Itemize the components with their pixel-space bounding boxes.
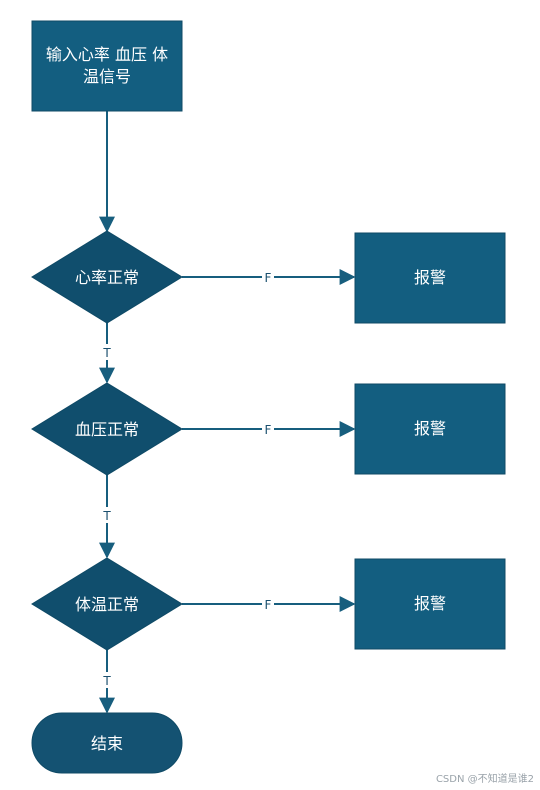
alarm-node-1: 报警 [354,232,506,324]
decision-bp-label: 血压正常 [75,420,139,439]
decision-bp: 血压正常 [31,382,183,476]
decision-temp: 体温正常 [31,557,183,651]
edge-label-temp-true: T [102,674,111,688]
decision-heart: 心率正常 [31,230,183,324]
edge-label-heart-true: T [102,346,111,360]
input-node-label-line1: 输入心率 血压 体 [46,45,168,64]
alarm-node-3-label: 报警 [414,594,446,613]
alarm-node-3: 报警 [354,558,506,650]
edge-label-bp-false: F [265,423,272,437]
edge-label-heart-false: F [265,271,272,285]
end-node: 结束 [31,712,183,774]
end-node-label: 结束 [91,734,123,753]
input-node: 输入心率 血压 体 温信号 [31,20,183,112]
alarm-node-1-label: 报警 [414,268,446,287]
decision-heart-label: 心率正常 [75,268,139,287]
input-node-label-line2: 温信号 [83,67,131,86]
alarm-node-2-label: 报警 [414,419,446,438]
alarm-node-2: 报警 [354,383,506,475]
edge-label-bp-true: T [102,509,111,523]
decision-temp-label: 体温正常 [75,595,139,614]
edge-label-temp-false: F [265,598,272,612]
watermark: CSDN @不知道是谁2 [436,772,534,785]
